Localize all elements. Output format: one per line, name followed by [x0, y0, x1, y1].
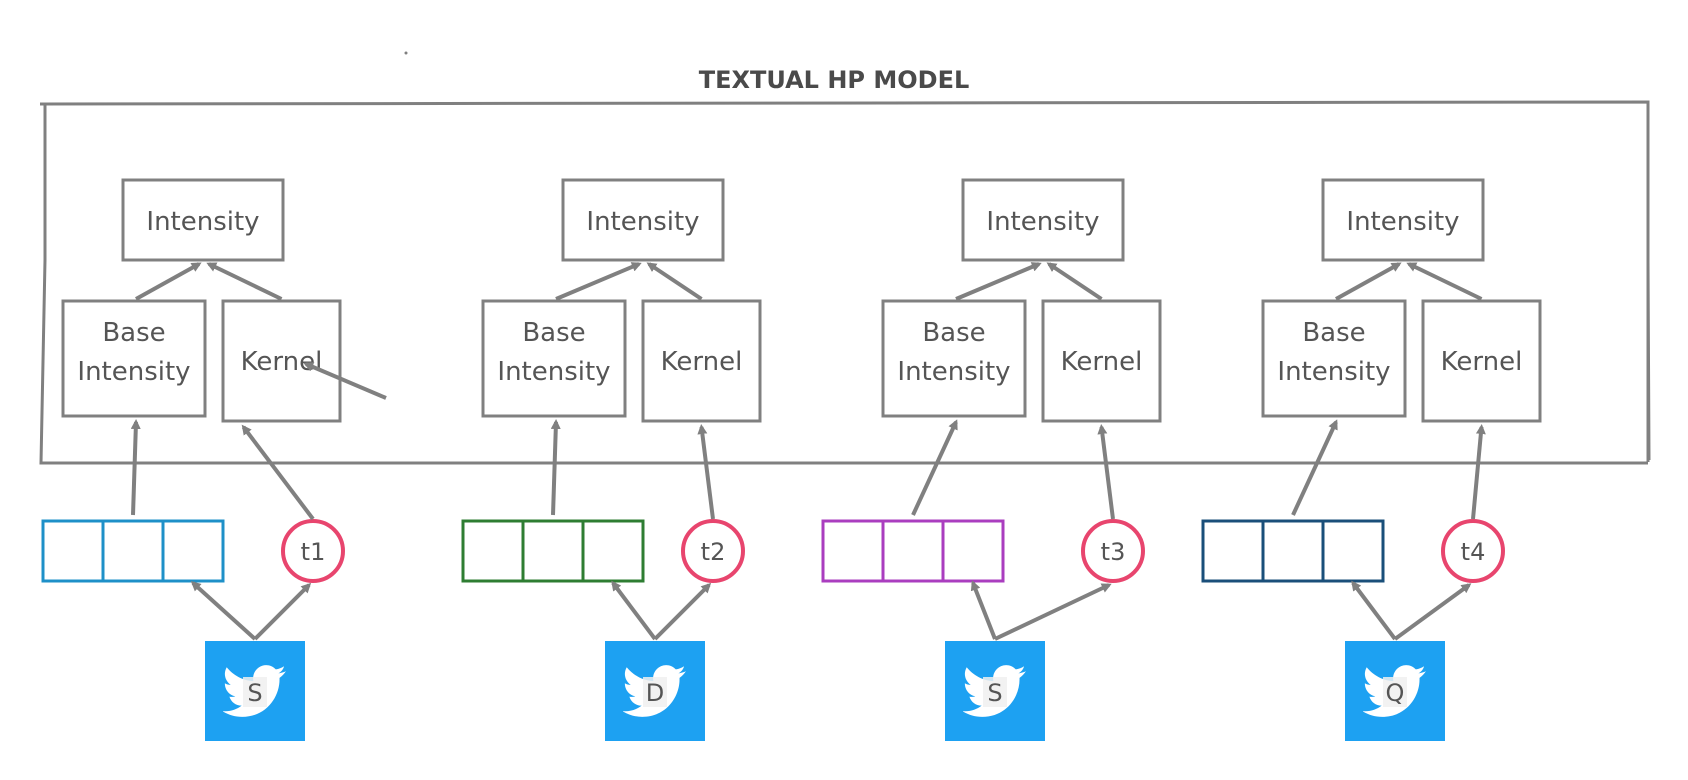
word-vector-cell — [41, 519, 105, 583]
base-intensity-label-line2: Intensity — [1277, 357, 1390, 387]
intensity-label: Intensity — [986, 207, 1099, 237]
word-vector-cell — [1321, 519, 1385, 583]
user-initial: Q — [1386, 679, 1405, 707]
word-vector-cell — [881, 519, 945, 583]
base-intensity-label-line2: Intensity — [77, 357, 190, 387]
kernel-to-intensity-arrow — [1406, 262, 1483, 301]
intensity-label: Intensity — [146, 207, 259, 237]
user-initial: D — [646, 679, 664, 707]
kernel-to-intensity-arrow — [1046, 262, 1103, 301]
intensity-box — [121, 178, 285, 262]
word-vector-cell — [941, 519, 1005, 583]
kernel-box — [641, 299, 762, 423]
time-to-kernel-arrow — [241, 424, 315, 521]
user-initial: S — [247, 679, 262, 707]
kernel-label: Kernel — [1061, 347, 1143, 377]
tweet-to-vector-arrow — [970, 580, 997, 640]
tweet-to-vector-arrow — [611, 580, 657, 641]
time-to-kernel-arrow — [1097, 424, 1115, 520]
model-frame — [39, 100, 1651, 465]
time-circle — [1441, 519, 1505, 583]
base-to-intensity-arrow — [955, 262, 1042, 301]
base-intensity-label-line2: Intensity — [897, 357, 1010, 387]
stray-dot — [404, 51, 408, 55]
time-to-kernel-arrow — [1471, 424, 1486, 520]
tweet-to-time-arrow — [253, 582, 312, 641]
base-intensity-label-line1: Base — [102, 318, 165, 348]
word-vector-cell — [581, 519, 645, 583]
tweet-to-vector-arrow — [190, 580, 257, 641]
intensity-box — [561, 178, 725, 262]
base-intensity-box — [881, 299, 1027, 418]
time-label: t2 — [701, 538, 726, 566]
tweet-to-time-arrow — [1393, 583, 1472, 641]
base-intensity-label-line1: Base — [1302, 318, 1365, 348]
kernel-label: Kernel — [241, 347, 323, 377]
vector-to-base-arrow — [1291, 419, 1338, 516]
time-label: t1 — [301, 538, 326, 566]
diagram-title: TEXTUAL HP MODEL — [699, 66, 970, 94]
base-to-intensity-arrow — [555, 262, 642, 301]
time-label: t4 — [1461, 538, 1486, 566]
user-initial-bg — [243, 677, 267, 707]
tweet-to-time-arrow — [653, 582, 712, 641]
base-to-intensity-arrow — [1335, 262, 1402, 301]
time-label: t3 — [1101, 538, 1126, 566]
user-initial-bg — [643, 677, 667, 707]
base-intensity-box — [1261, 299, 1407, 418]
kernel-to-intensity-arrow — [646, 262, 703, 301]
intensity-box — [961, 178, 1125, 262]
base-intensity-box — [481, 299, 627, 418]
base-intensity-box — [61, 299, 207, 418]
time-circle — [681, 519, 745, 583]
word-vector-cell — [161, 519, 225, 583]
kernel-label: Kernel — [661, 347, 743, 377]
time-circle — [281, 519, 345, 583]
user-initial-bg — [983, 677, 1007, 707]
base-intensity-label-line2: Intensity — [497, 357, 610, 387]
user-initial-bg — [1383, 677, 1407, 707]
time-circle — [1081, 519, 1145, 583]
word-vector-cell — [101, 519, 165, 583]
time-to-kernel-arrow — [697, 424, 715, 520]
tweet-to-time-arrow — [994, 583, 1112, 641]
vector-to-base-arrow — [550, 419, 561, 516]
intensity-label: Intensity — [1346, 207, 1459, 237]
stray-arrow — [303, 362, 387, 400]
intensity-box — [1321, 178, 1485, 262]
word-vector-cell — [821, 519, 885, 583]
kernel-label: Kernel — [1441, 347, 1523, 377]
word-vector-cell — [521, 519, 585, 583]
base-to-intensity-arrow — [135, 262, 202, 301]
user-initial: S — [987, 679, 1002, 707]
kernel-box — [221, 299, 342, 423]
word-vector-cell — [461, 519, 525, 583]
tweet-to-vector-arrow — [1351, 580, 1397, 641]
word-vector-cell — [1201, 519, 1265, 583]
kernel-box — [1421, 299, 1542, 423]
base-intensity-label-line1: Base — [522, 318, 585, 348]
kernel-box — [1041, 299, 1162, 423]
base-intensity-label-line1: Base — [922, 318, 985, 348]
word-vector-cell — [1261, 519, 1325, 583]
intensity-label: Intensity — [586, 207, 699, 237]
kernel-to-intensity-arrow — [206, 262, 283, 301]
vector-to-base-arrow — [911, 419, 958, 516]
vector-to-base-arrow — [130, 419, 141, 516]
